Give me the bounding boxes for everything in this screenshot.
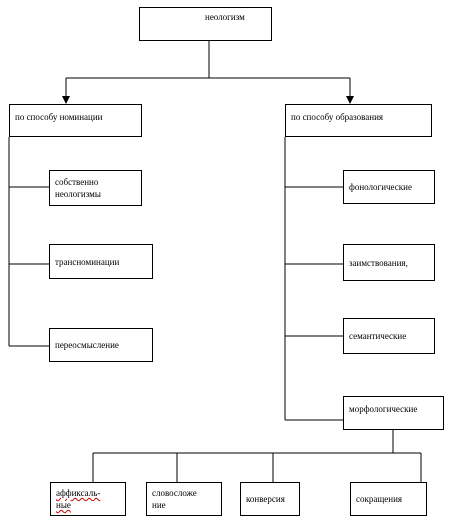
left-child-node-2: трансноминации [49,244,153,279]
left-child-label-2: трансноминации [55,256,120,267]
left-child-node-1: собственно неологизмы [49,170,142,206]
morph-child-node-3: конверсия [240,482,300,516]
morph-child-node-4: сокращения [350,482,427,516]
morph-child-label-2: словосложе ние [152,488,197,510]
right-child-label-2: заимствования, [349,257,408,268]
arrowhead-right [346,96,354,104]
left-child-label-3: переосмысление [55,340,119,350]
root-node-label: неологизм [205,12,245,22]
right-branch-node: по способу образования [285,104,432,137]
right-child-node-2: заимствования, [343,244,435,281]
arrowhead-left [62,96,70,104]
morph-child-label-3: конверсия [246,494,285,504]
right-child-label-4: морфологические [349,404,418,414]
right-child-node-1: фонологические [343,170,435,204]
morph-child-node-1: аффиксаль- ные [50,482,126,516]
morph-child-label-1: аффиксаль- ные [56,488,101,510]
morph-child-label-4: сокращения [356,494,403,504]
morph-child-node-2: словосложе ние [146,482,222,516]
right-child-label-1: фонологические [349,182,412,192]
right-child-node-4: морфологические [343,396,444,430]
left-branch-label: по способу номинации [15,112,103,122]
left-child-label-1: собственно неологизмы [55,177,101,199]
right-branch-label: по способу образования [291,112,384,122]
left-branch-node: по способу номинации [9,104,142,137]
right-child-node-3: семантические [343,318,435,354]
left-child-node-3: переосмысление [49,328,153,362]
root-node: неологизм [139,7,272,41]
right-child-label-3: семантические [349,331,407,341]
